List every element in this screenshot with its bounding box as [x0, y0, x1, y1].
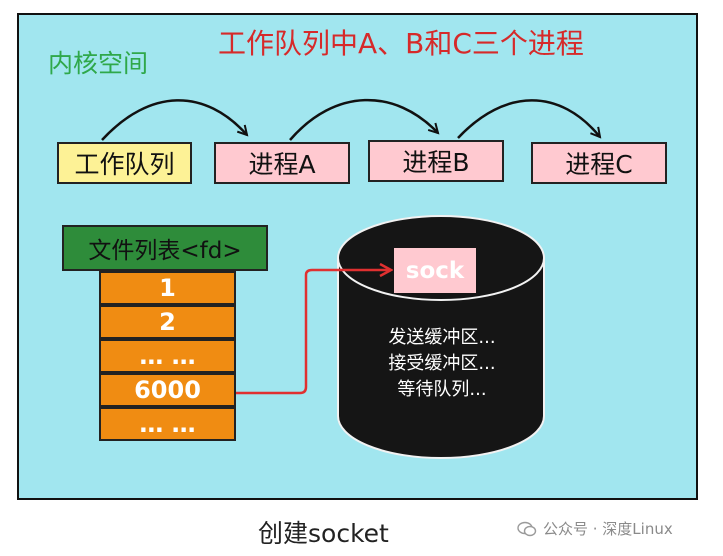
fd-row: … …	[99, 339, 236, 373]
watermark: 公众号 · 深度Linux	[517, 518, 673, 539]
arrow-queue-to-a	[101, 99, 247, 141]
fd-row: … …	[99, 407, 236, 441]
fd-row: 1	[99, 271, 236, 305]
receive-buffer-text: 接受缓冲区...	[388, 353, 496, 374]
diagram-title: 工作队列中A、B和C三个进程	[218, 27, 584, 60]
kernel-space-label: 内核空间	[48, 49, 149, 78]
arrow-b-to-c	[457, 99, 600, 139]
process-a-box: 进程A	[214, 142, 350, 184]
fd-table-title: 文件列表<fd>	[62, 225, 268, 271]
fd-row: 2	[99, 305, 236, 339]
arrow-a-to-b	[289, 98, 438, 141]
wechat-icon	[517, 521, 537, 536]
watermark-text: 公众号 · 深度Linux	[543, 520, 673, 538]
process-b-box: 进程B	[368, 140, 504, 182]
wait-queue-text: 等待队列...	[397, 379, 487, 400]
send-buffer-text: 发送缓冲区...	[388, 327, 496, 348]
process-c-box: 进程C	[531, 142, 667, 184]
fd-row: 6000	[99, 373, 236, 407]
fd-to-sock-arrow	[236, 270, 391, 395]
caption: 创建socket	[258, 519, 389, 548]
sock-label: sock	[394, 248, 476, 293]
work-queue-box: 工作队列	[57, 142, 192, 184]
